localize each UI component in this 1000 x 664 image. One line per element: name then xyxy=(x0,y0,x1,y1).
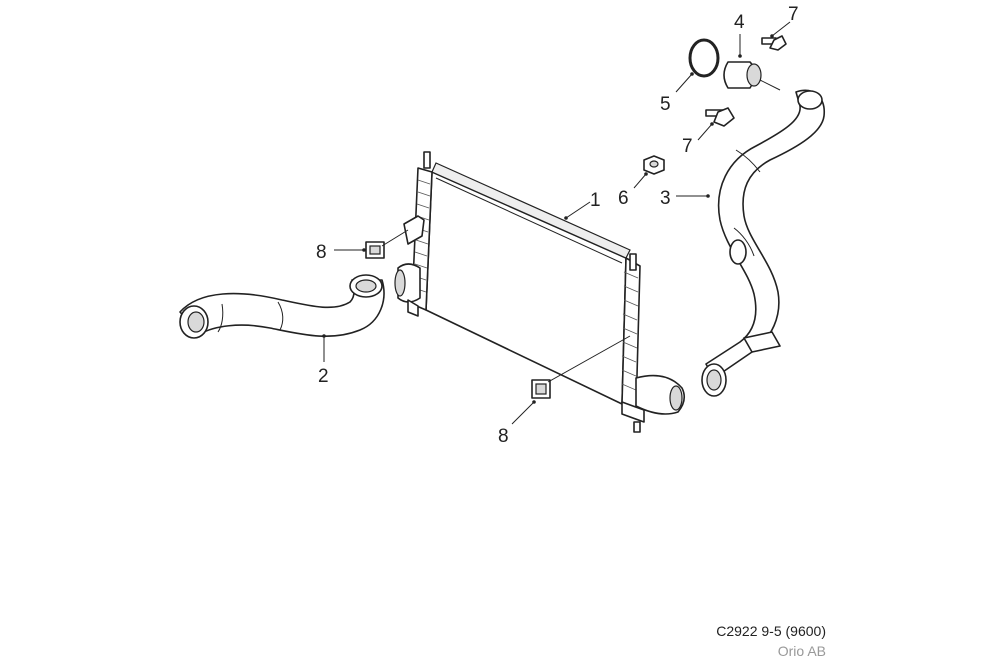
charge-air-hose-left xyxy=(179,274,385,339)
intercooler xyxy=(394,151,686,433)
callout-3: 3 xyxy=(660,188,671,209)
clip-part-8-upper xyxy=(365,241,385,259)
callout-5: 5 xyxy=(660,94,671,115)
charge-air-pipe-right xyxy=(701,89,825,397)
bolt-part-7-lower xyxy=(705,107,735,127)
callout-1: 1 xyxy=(590,190,601,211)
callout-7-upper: 7 xyxy=(788,4,799,25)
leader-lines xyxy=(322,21,791,425)
callout-6: 6 xyxy=(618,188,629,209)
callout-8-lower: 8 xyxy=(498,426,509,447)
clip-part-8-lower xyxy=(531,379,551,399)
diagram-code-caption: C2922 9-5 (9600) xyxy=(716,623,826,639)
callout-4: 4 xyxy=(734,12,745,33)
callout-7-lower: 7 xyxy=(682,136,693,157)
callout-2: 2 xyxy=(318,366,329,387)
callout-8-upper: 8 xyxy=(316,242,327,263)
o-ring-part-5 xyxy=(688,38,720,78)
nut-part-6 xyxy=(643,155,665,175)
connector-part-4 xyxy=(723,61,781,91)
bolt-part-7-upper xyxy=(761,35,787,51)
publisher-caption: Orio AB xyxy=(777,643,826,659)
